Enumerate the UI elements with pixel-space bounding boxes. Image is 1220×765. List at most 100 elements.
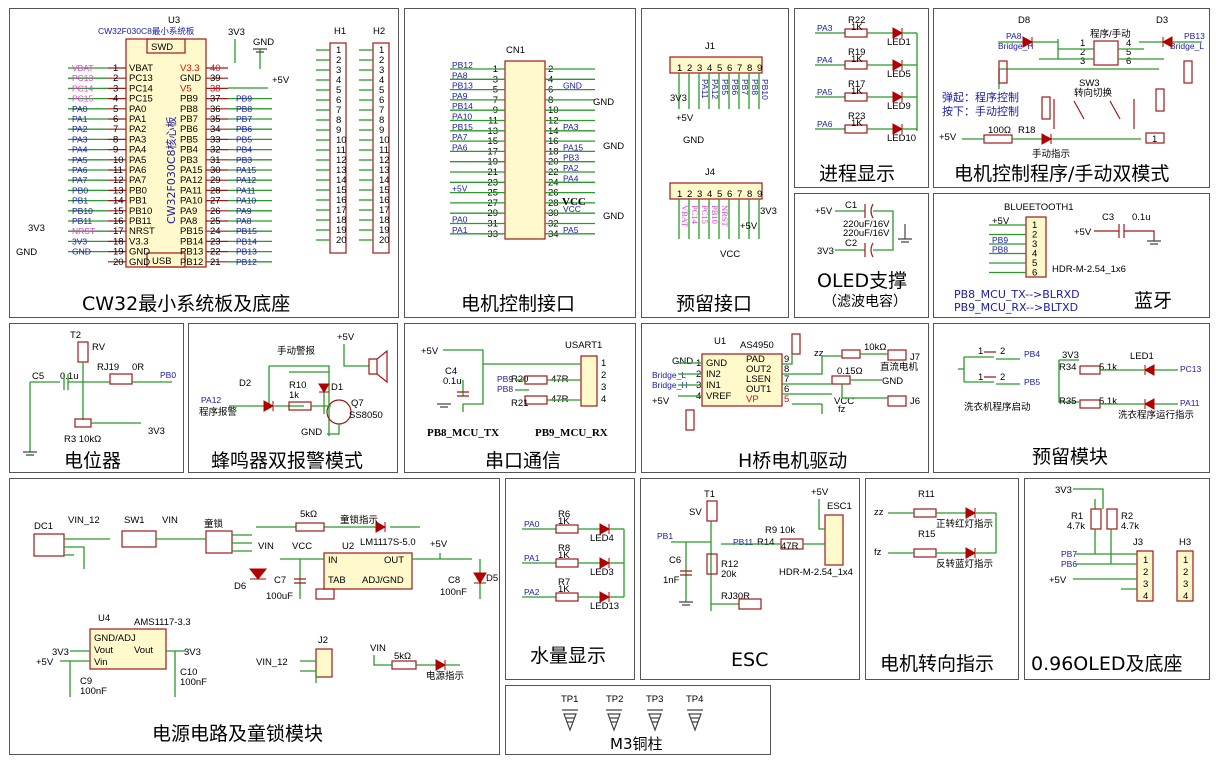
dir-led-red <box>965 507 977 519</box>
r15-ref: R15 <box>918 529 935 540</box>
c3-value: 0.1u <box>1132 212 1151 223</box>
u3-right-net: PB5 <box>236 134 252 144</box>
u3-right-net: PB14 <box>236 236 257 246</box>
h1-pin-num: 17 <box>336 205 347 216</box>
u3-left-net: PB0 <box>72 185 88 195</box>
d8-diode <box>1022 36 1034 48</box>
c4-value: 0.1u <box>443 376 462 387</box>
h2-pin-num: 3 <box>379 65 384 76</box>
h2-pin-num: 18 <box>379 215 390 226</box>
r2-ref: R2 <box>1121 511 1133 522</box>
u3-left-net: PB11 <box>72 216 92 226</box>
u3-right-pin-name: PA9 <box>180 206 197 217</box>
u3-left-pin-num: 12 <box>113 175 124 186</box>
c10-value: 100nF <box>180 677 207 688</box>
mode-pin3: 3 <box>1080 56 1085 67</box>
panel-esc: T1 SV PB1 C6 1nF R12 20k RJ30R PB11 R14 … <box>640 478 860 680</box>
res-led1 <box>1143 364 1155 376</box>
j4-pin-num: 7 <box>737 189 742 200</box>
sw3-sub: 转向切换 <box>1074 87 1113 99</box>
tp1-screw <box>562 709 578 732</box>
mode-r: 100Ω <box>988 125 1011 136</box>
water-led-ref: LED13 <box>590 601 619 612</box>
water-r-value: 1K <box>558 516 570 527</box>
buzzer-sw-label: 手动警报 <box>277 345 316 357</box>
bt-part: HDR-M-2.54_1x6 <box>1052 264 1126 275</box>
j4-ref: J4 <box>705 167 715 178</box>
uart-schematic: +5V USART1 C4 0.1u PB9 R20 PB8 47R R21 4… <box>421 340 608 439</box>
esc-pb11: PB11 <box>733 537 753 547</box>
u3-right-net: PB12 <box>236 257 257 267</box>
cn1-left-net: PB12 <box>452 60 473 70</box>
u3-right-pin-num: 36 <box>210 104 221 115</box>
progress-schematic: PA3R221KLED1PA4R191KLED5PA5R171KLED9PA6R… <box>815 15 918 144</box>
h2-pin-num: 5 <box>379 85 384 96</box>
cn1-left-net: PA0 <box>452 215 468 225</box>
mode-schematic: D8 D3 PA8 Bridge_H PB13 Bridge_L 程序/手动 1… <box>939 15 1205 160</box>
c8-ref: C8 <box>448 575 460 586</box>
d5-diode <box>473 572 487 584</box>
hb-gnd-net: GND <box>672 356 693 367</box>
u3-left-pin-num: 9 <box>113 145 118 156</box>
u3-right-pin-num: 21 <box>210 257 221 268</box>
prog-led-ref: LED10 <box>887 133 916 144</box>
c8-value: 100nF <box>440 587 467 598</box>
u3-right-net: PB3 <box>236 155 252 165</box>
c4-ref: C4 <box>445 366 457 377</box>
u3-left-pin-name: PA0 <box>129 104 146 115</box>
u3-right-net: PA11 <box>236 185 256 195</box>
oled-3v3: 3V3 <box>817 246 834 257</box>
u3-left-net: PB1 <box>72 196 88 206</box>
h2-body <box>372 42 390 254</box>
d6-ref: D6 <box>234 581 246 592</box>
u1-left-pin: VREF <box>706 391 732 402</box>
u2-tab: TAB <box>328 575 346 586</box>
u1-right-num: 8 <box>784 364 789 375</box>
res-pa11: PA11 <box>1180 398 1200 408</box>
u3-left-net: VBAT <box>72 63 94 73</box>
dir-label-1: 正转红灯指示 <box>936 518 993 530</box>
u4-vin: Vin <box>94 657 108 668</box>
cn1-right-net: PA3 <box>563 122 579 132</box>
esc-5v: +5V <box>811 487 829 498</box>
j4-pin-num: 6 <box>727 189 732 200</box>
u3-left-net: PC14 <box>72 83 94 93</box>
oled-3v3-top: 3V3 <box>1055 485 1072 496</box>
u3-left-pin-num: 17 <box>113 226 124 237</box>
h1-pin-num: 2 <box>336 55 341 66</box>
sw3-ref: SW3 <box>1079 78 1100 89</box>
cn1-left-net: PB14 <box>452 101 473 111</box>
mode-conn-a <box>1041 96 1051 120</box>
prog-r-value: 1K <box>851 54 863 65</box>
u3-left-pin-num: 3 <box>113 83 118 94</box>
r10-ref: R10 <box>289 380 306 391</box>
u3-left-pin-num: 1 <box>113 63 118 74</box>
u1-body <box>701 353 783 407</box>
u3-left-net: PA6 <box>72 165 88 175</box>
d3-ref: D3 <box>1156 15 1168 26</box>
panel-buzzer: +5V 手动警报 D1 PA12 程序报警 D2 R10 1k Q7 SS805… <box>188 323 398 473</box>
r3-ref: R3 10kΩ <box>64 434 101 445</box>
bt-pin-num: 5 <box>1032 258 1037 269</box>
hb-r015 <box>831 375 851 385</box>
power-vin-2: VIN <box>258 541 274 552</box>
u1-right-pin: VP <box>746 394 759 405</box>
u3-right-net: PA12 <box>236 175 256 185</box>
h1-pin-num: 3 <box>336 65 341 76</box>
u3-right-pin-num: 40 <box>210 63 221 74</box>
title-cw32: CW32最小系统板及底座 <box>82 293 291 315</box>
title-motor-mode: 电机控制程序/手动双模式 <box>954 163 1170 185</box>
res-pb5: PB5 <box>1024 377 1040 387</box>
u3-right-net: PA9 <box>236 206 252 216</box>
u3-left-pin-num: 2 <box>113 73 118 84</box>
title-reserved-interface: 预留接口 <box>676 293 753 315</box>
esc-sv: SV <box>689 507 702 518</box>
prog-r-value: 1K <box>851 86 863 97</box>
u3-right-pin-name: PB15 <box>180 226 203 237</box>
h1-pin-num: 11 <box>336 145 346 156</box>
u3-left-net: PA3 <box>72 134 88 144</box>
